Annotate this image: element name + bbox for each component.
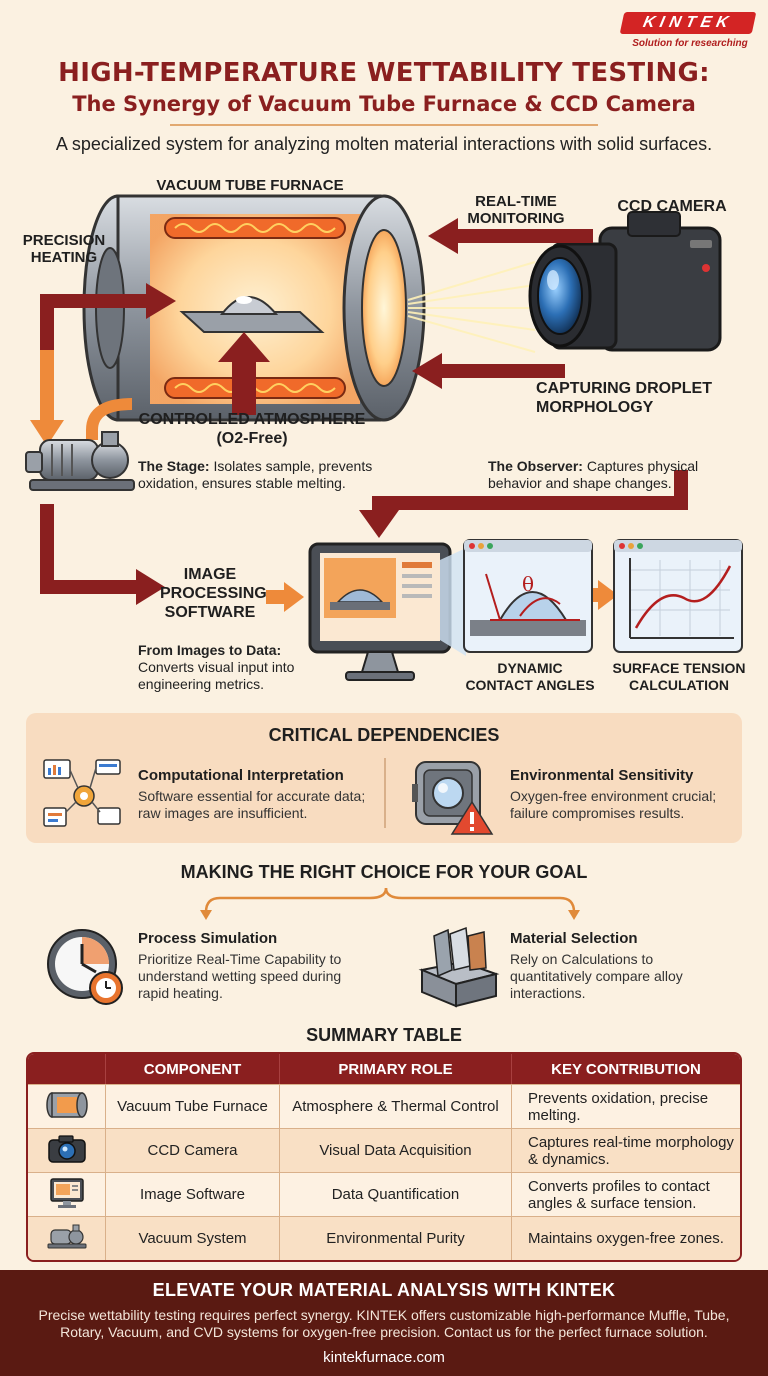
camera-illustration — [528, 211, 722, 352]
images-to-data-caption: From Images to Data: Converts visual inp… — [138, 642, 318, 693]
tension-line1: SURFACE TENSION — [612, 660, 746, 676]
summary-table: COMPONENT PRIMARY ROLE KEY CONTRIBUTION … — [26, 1052, 742, 1262]
choice-item-1-title: Process Simulation — [138, 930, 278, 947]
row-role: Environmental Purity — [280, 1216, 512, 1260]
row-role: Data Quantification — [280, 1172, 512, 1216]
software-line3: SOFTWARE — [164, 604, 256, 621]
header-component: COMPONENT — [106, 1054, 280, 1084]
realtime-line1: REAL-TIME — [475, 193, 557, 210]
system-diagram — [25, 194, 743, 681]
material-samples-icon — [418, 926, 500, 1008]
software-label: IMAGE PROCESSING SOFTWARE — [160, 565, 267, 622]
surface-tension-window — [613, 539, 743, 653]
table-row: Vacuum System Environmental Purity Maint… — [28, 1216, 740, 1260]
contact-angle-window — [463, 539, 593, 653]
row-icon-cell — [28, 1128, 106, 1172]
precision-heating-label: PRECISION HEATING — [18, 232, 110, 266]
dep-item-1-title: Computational Interpretation — [138, 767, 344, 784]
choice-title: MAKING THE RIGHT CHOICE FOR YOUR GOAL — [180, 862, 588, 882]
row-role: Atmosphere & Thermal Control — [280, 1084, 512, 1128]
camera-icon — [47, 1134, 86, 1163]
flowchart-icon — [43, 759, 121, 827]
observer-caption: The Observer: Captures physical behavior… — [488, 458, 728, 492]
images-to-data-title: From Images to Data: — [138, 642, 282, 658]
choice-branch-connector — [200, 887, 580, 920]
software-line1: IMAGE — [183, 566, 237, 583]
choice-item-2-desc: Rely on Calculations to quantitatively c… — [510, 951, 683, 1001]
page-title: HIGH-TEMPERATURE WETTABILITY TESTING: — [58, 58, 710, 88]
row-component: Image Software — [106, 1172, 280, 1216]
row-contribution: Prevents oxidation, precise melting. — [512, 1084, 740, 1128]
footer-body: Precise wettability testing requires per… — [38, 1307, 730, 1340]
header-contribution: KEY CONTRIBUTION — [512, 1054, 740, 1084]
table-row: CCD Camera Visual Data Acquisition Captu… — [28, 1128, 740, 1172]
realtime-monitoring-label: REAL-TIME MONITORING — [456, 193, 576, 227]
pump-icon — [47, 1224, 86, 1248]
table-row: Vacuum Tube Furnace Atmosphere & Thermal… — [28, 1084, 740, 1128]
dep-item-1-desc: Software essential for accurate data; ra… — [138, 788, 366, 821]
observer-caption-title: The Observer: — [488, 458, 583, 474]
chamber-warning-icon — [412, 761, 494, 835]
stage-caption: The Stage: Isolates sample, prevents oxi… — [138, 458, 408, 492]
stage-caption-title: The Stage: — [138, 458, 210, 474]
contact-line1: DYNAMIC — [497, 660, 563, 676]
choice-item-1-desc: Prioritize Real-Time Capability to under… — [138, 951, 342, 1001]
capturing-line2: MORPHOLOGY — [536, 399, 654, 416]
atmosphere-line1: CONTROLLED ATMOSPHERE — [138, 411, 366, 428]
header-icon — [28, 1054, 106, 1084]
precision-heating-line1: PRECISION — [22, 232, 106, 249]
monitor-icon — [49, 1177, 84, 1208]
ccd-camera-label: CCD CAMERA — [617, 198, 727, 215]
logo-tagline: Solution for researching — [632, 38, 748, 49]
row-contribution: Maintains oxygen-free zones. — [512, 1216, 740, 1260]
controlled-atmosphere-label: CONTROLLED ATMOSPHERE (O2-Free) — [128, 410, 376, 448]
software-line2: PROCESSING — [160, 585, 267, 602]
atmosphere-line2: (O2-Free) — [216, 430, 288, 447]
summary-header-row: COMPONENT PRIMARY ROLE KEY CONTRIBUTION — [28, 1054, 740, 1084]
footer-banner: ELEVATE YOUR MATERIAL ANALYSIS WITH KINT… — [0, 1270, 768, 1376]
title-divider — [170, 124, 598, 126]
row-component: CCD Camera — [106, 1128, 280, 1172]
contact-angles-label: DYNAMIC CONTACT ANGLES — [460, 660, 600, 694]
dep-item-2-desc: Oxygen-free environment crucial; failure… — [510, 788, 717, 821]
contact-line2: CONTACT ANGLES — [465, 677, 595, 693]
furnace-icon — [45, 1091, 88, 1118]
clock-icon — [47, 929, 123, 1005]
page-subtitle-heading: The Synergy of Vacuum Tube Furnace & CCD… — [72, 92, 696, 116]
dependencies-title: CRITICAL DEPENDENCIES — [268, 725, 500, 745]
row-contribution: Captures real-time morphology & dynamics… — [512, 1128, 740, 1172]
dependencies-divider — [384, 758, 386, 828]
capturing-morphology-label: CAPTURING DROPLET MORPHOLOGY — [536, 379, 736, 417]
choice-item-2-title: Material Selection — [510, 930, 638, 947]
capturing-line1: CAPTURING DROPLET — [536, 380, 712, 397]
row-icon-cell — [28, 1216, 106, 1260]
row-icon-cell — [28, 1172, 106, 1216]
surface-tension-label: SURFACE TENSION CALCULATION — [604, 660, 754, 694]
observer-caption-text: Captures physical behavior and shape cha… — [488, 458, 699, 491]
row-role: Visual Data Acquisition — [280, 1128, 512, 1172]
header-role: PRIMARY ROLE — [280, 1054, 512, 1084]
row-contribution: Converts profiles to contact angles & su… — [512, 1172, 740, 1216]
stage-caption-text: Isolates sample, prevents oxidation, ens… — [138, 458, 373, 491]
furnace-label: VACUUM TUBE FURNACE — [156, 177, 344, 194]
dep-item-2-title: Environmental Sensitivity — [510, 767, 694, 784]
table-row: Image Software Data Quantification Conve… — [28, 1172, 740, 1216]
theta-symbol: θ — [522, 572, 535, 596]
page-description: A specialized system for analyzing molte… — [55, 134, 713, 154]
row-component: Vacuum System — [106, 1216, 280, 1260]
monitor-illustration — [308, 542, 466, 681]
realtime-line2: MONITORING — [467, 210, 565, 227]
precision-heating-line2: HEATING — [30, 249, 98, 266]
summary-title: SUMMARY TABLE — [306, 1025, 462, 1045]
row-icon-cell — [28, 1084, 106, 1128]
footer-title: ELEVATE YOUR MATERIAL ANALYSIS WITH KINT… — [152, 1280, 616, 1300]
pump-illustration — [25, 431, 135, 491]
tension-line2: CALCULATION — [628, 677, 730, 693]
images-to-data-text: Converts visual input into engineering m… — [138, 659, 295, 692]
row-component: Vacuum Tube Furnace — [106, 1084, 280, 1128]
footer-website-link[interactable]: kintekfurnace.com — [323, 1349, 445, 1366]
